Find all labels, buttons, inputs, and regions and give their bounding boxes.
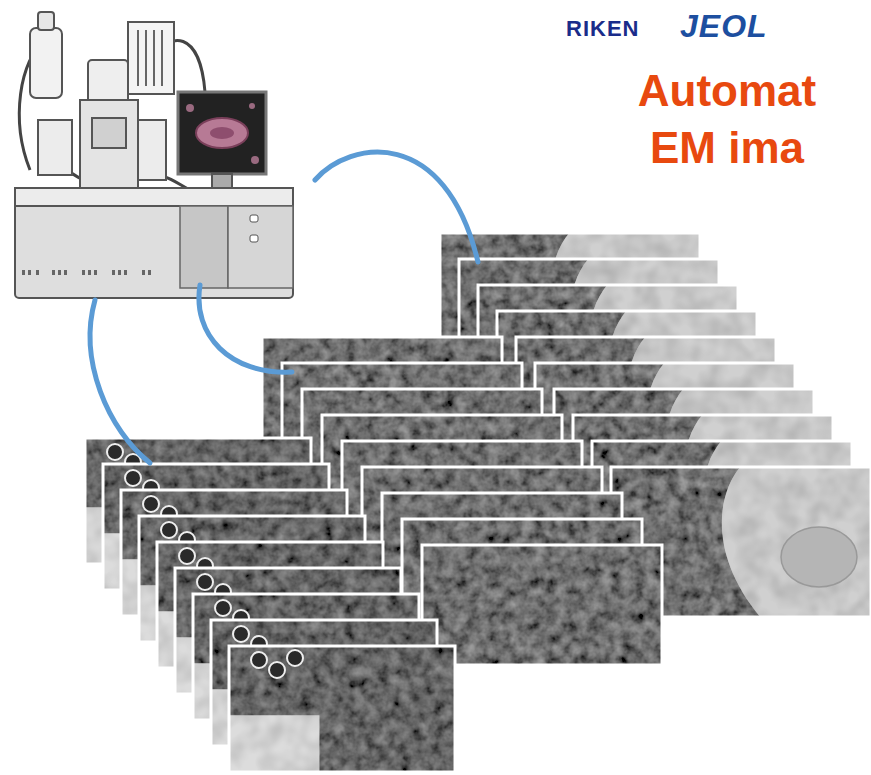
- virus-image: [196, 118, 248, 148]
- link-curve: [315, 152, 478, 262]
- bottle-neck: [38, 12, 54, 30]
- virus-particle: [249, 103, 255, 109]
- side-unit: [138, 120, 166, 180]
- column: [80, 100, 138, 190]
- console-door: [180, 206, 228, 288]
- link-curve: [199, 285, 292, 372]
- cell-region: [722, 467, 871, 617]
- monitor-stand: [212, 174, 232, 188]
- side-unit: [38, 120, 72, 175]
- dark-granule: [215, 600, 231, 616]
- em-image: [229, 646, 455, 772]
- dark-granule: [125, 470, 141, 486]
- virus-particle: [186, 104, 194, 112]
- slice-border: [422, 545, 662, 665]
- link-curves: [90, 152, 478, 463]
- dark-granule: [197, 574, 213, 590]
- column-panel: [92, 118, 126, 148]
- dark-granule: [251, 652, 267, 668]
- vent-marks: [22, 270, 151, 275]
- logo-text: JEOL: [680, 8, 768, 45]
- cabinet-grid: [138, 30, 162, 86]
- microscope-illustration: [15, 12, 293, 298]
- dark-granule: [161, 522, 177, 538]
- dark-granule: [269, 662, 285, 678]
- link-curve: [90, 300, 150, 463]
- column-top: [88, 60, 128, 105]
- console-door: [228, 206, 293, 288]
- em-image-stacks: [85, 233, 871, 772]
- button: [250, 235, 258, 242]
- logo-text: RIKEN: [566, 16, 639, 42]
- bottle: [30, 28, 62, 98]
- nucleus: [781, 527, 857, 587]
- em-image: [422, 545, 662, 665]
- dark-granule: [179, 548, 195, 564]
- slice-border: [229, 646, 455, 772]
- light-region: [229, 715, 319, 772]
- dark-granule: [233, 626, 249, 642]
- em-slice: [422, 545, 662, 665]
- em-slice: [229, 646, 455, 772]
- button: [250, 215, 258, 222]
- title: Automat EM ima: [612, 62, 842, 176]
- virus-particle: [251, 156, 259, 164]
- em-stack: [85, 438, 455, 772]
- console-top: [15, 188, 293, 206]
- dark-granule: [287, 650, 303, 666]
- dark-granule: [107, 444, 123, 460]
- dark-granule: [143, 496, 159, 512]
- virus-core: [210, 127, 234, 139]
- console-base: [15, 188, 293, 298]
- cabinet: [128, 22, 174, 94]
- monitor: [178, 92, 266, 174]
